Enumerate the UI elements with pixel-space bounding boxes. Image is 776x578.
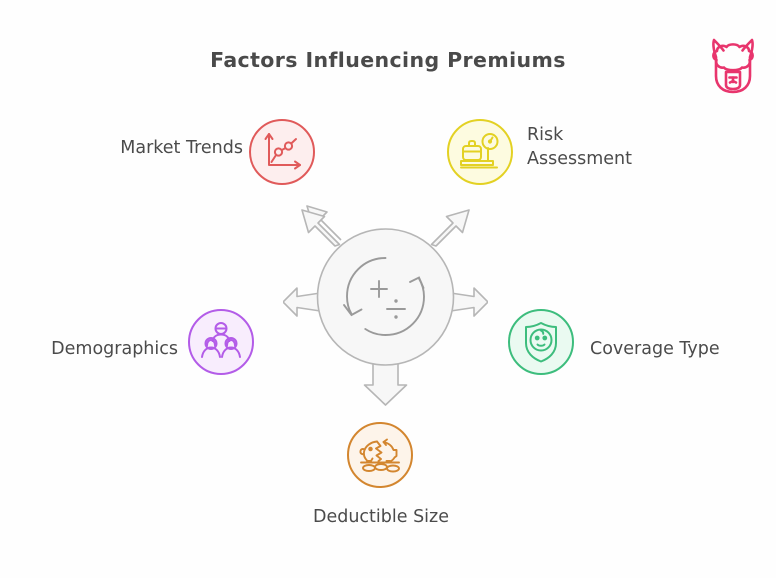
node-market-trends[interactable] [249,119,315,185]
recalculate-arrows-icon [343,257,425,336]
node-risk-assessment[interactable] [447,119,513,185]
label-demographics: Demographics [51,339,178,359]
label-risk-assessment: Risk Assessment [527,125,632,169]
family-group-icon [198,319,244,365]
node-deductible-size[interactable] [347,422,413,488]
line-chart-icon [260,130,304,174]
label-market-trends: Market Trends [120,138,243,158]
page-title: Factors Influencing Premiums [210,48,566,72]
piggy-bank-coins-icon [357,432,403,478]
label-coverage-type: Coverage Type [590,339,720,359]
luggage-scale-icon [457,129,503,175]
label-deductible-size: Deductible Size [312,507,449,527]
alpaca-logo [704,34,762,96]
shield-baby-icon [519,320,563,364]
central-hub [282,192,489,407]
node-coverage-type[interactable] [508,309,574,375]
node-demographics[interactable] [188,309,254,375]
